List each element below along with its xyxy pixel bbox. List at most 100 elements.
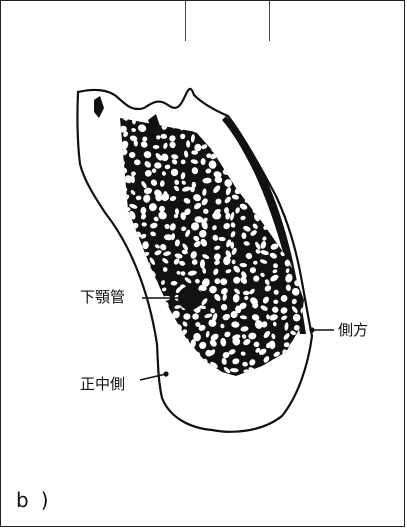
trabecular-pore: [281, 117, 289, 123]
trabecular-pore: [273, 134, 280, 141]
trabecular-pore: [133, 377, 141, 385]
trabecular-pore: [110, 348, 120, 358]
trabecular-pore: [109, 331, 118, 341]
lateral-label: 側方: [338, 323, 368, 338]
trabecular-pore: [264, 116, 274, 126]
trabecular-pore: [294, 232, 301, 239]
trabecular-pore: [129, 268, 136, 277]
trabecular-pore: [253, 261, 257, 265]
trabecular-pore: [130, 314, 140, 322]
trabecular-pore: [302, 259, 313, 270]
trabecular-pore: [114, 316, 122, 324]
trabecular-pore: [254, 123, 263, 132]
trabecular-pore: [111, 240, 118, 247]
trabecular-pore: [253, 112, 261, 121]
trabecular-pore: [109, 323, 116, 332]
trabecular-pore: [123, 258, 131, 266]
trabecular-pore: [284, 189, 289, 195]
medial-label: 正中側: [80, 377, 125, 392]
mandibular-canal: [178, 286, 202, 310]
trabecular-pore: [303, 234, 308, 242]
panel-paren: ): [41, 488, 49, 512]
trabecular-pore: [212, 212, 221, 219]
trabecular-pore: [302, 212, 309, 219]
trabecular-pore: [288, 170, 298, 179]
trabecular-pore: [124, 357, 131, 363]
trabecular-pore: [273, 148, 283, 159]
trabecular-pore: [280, 144, 287, 151]
trabecular-pore: [297, 156, 308, 167]
panel-letter: b: [16, 488, 29, 512]
trabecular-pore: [293, 163, 299, 169]
trabecular-pore: [301, 170, 309, 178]
trabecular-pore: [291, 186, 300, 196]
trabecular-pore: [118, 269, 126, 275]
trabecular-pore: [272, 112, 280, 120]
trabecular-pore: [293, 225, 299, 230]
trabecular-pore: [125, 296, 132, 302]
trabecular-pore: [275, 144, 282, 150]
trabecular-pore: [125, 324, 131, 328]
trabecular-pore: [110, 235, 115, 242]
trabecular-pore: [262, 141, 268, 149]
trabecular-pore: [116, 278, 122, 286]
trabecular-pore: [129, 367, 136, 374]
trabecular-pore: [139, 340, 149, 349]
trabecular-pore: [125, 365, 134, 372]
trabecular-pore: [304, 133, 314, 141]
trabecular-pore: [294, 205, 302, 213]
trabecular-pore: [288, 130, 298, 140]
trabecular-pore: [244, 115, 252, 123]
trabecular-pore: [280, 172, 287, 178]
trabecular-pore: [299, 187, 306, 194]
trabecular-pore: [306, 179, 311, 184]
trabecular-pore: [263, 123, 274, 133]
trabecular-pore: [141, 365, 150, 374]
trabecular-pore: [130, 339, 137, 348]
trabecular-pore: [141, 313, 147, 320]
trabecular-pore: [262, 158, 273, 169]
trabecular-pore: [282, 175, 290, 183]
trabecular-pore: [133, 351, 141, 361]
trabecular-pore: [131, 298, 140, 307]
trabecular-pore: [261, 147, 271, 157]
trabecular-pore: [130, 361, 137, 367]
trabecular-pore: [295, 127, 301, 132]
trabecular-pore: [144, 331, 149, 336]
trabecular-pore: [285, 203, 290, 210]
trabecular-pore: [235, 114, 242, 121]
trabecular-pore: [142, 346, 153, 357]
trabecular-pore: [276, 158, 281, 165]
trabecular-pore: [153, 145, 160, 149]
trabecular-pore: [299, 152, 308, 160]
trabecular-pore: [112, 355, 122, 366]
trabecular-pore: [123, 328, 129, 337]
trabecular-pore: [122, 349, 129, 355]
trabecular-pore: [113, 340, 121, 350]
trabecular-pore: [113, 368, 119, 373]
trabecular-pore: [250, 142, 256, 148]
trabecular-pore: [281, 125, 288, 134]
trabecular-pore: [275, 168, 282, 177]
trabecular-pore: [291, 216, 299, 223]
medial-marker-dot: [163, 371, 168, 376]
trabecular-pore: [117, 337, 127, 347]
trabecular-pore: [230, 242, 234, 249]
trabecular-pore: [284, 197, 291, 203]
trabecular-pore: [263, 135, 271, 144]
lateral-marker-dot: [309, 327, 314, 332]
trabecular-pore: [293, 176, 302, 183]
trabecular-pore: [254, 134, 261, 142]
trabecular-pore: [129, 324, 137, 332]
trabecular-pore: [273, 181, 280, 189]
trabecular-pore: [133, 288, 142, 297]
trabecular-pore: [304, 207, 310, 213]
trabecular-pore: [118, 249, 125, 257]
trabecular-pore: [292, 145, 299, 151]
trabecular-pore: [163, 267, 168, 272]
trabecular-pore: [119, 277, 130, 288]
trabecular-pore: [278, 149, 286, 157]
trabecular-pore: [294, 238, 302, 246]
trabecular-pore: [301, 223, 309, 231]
